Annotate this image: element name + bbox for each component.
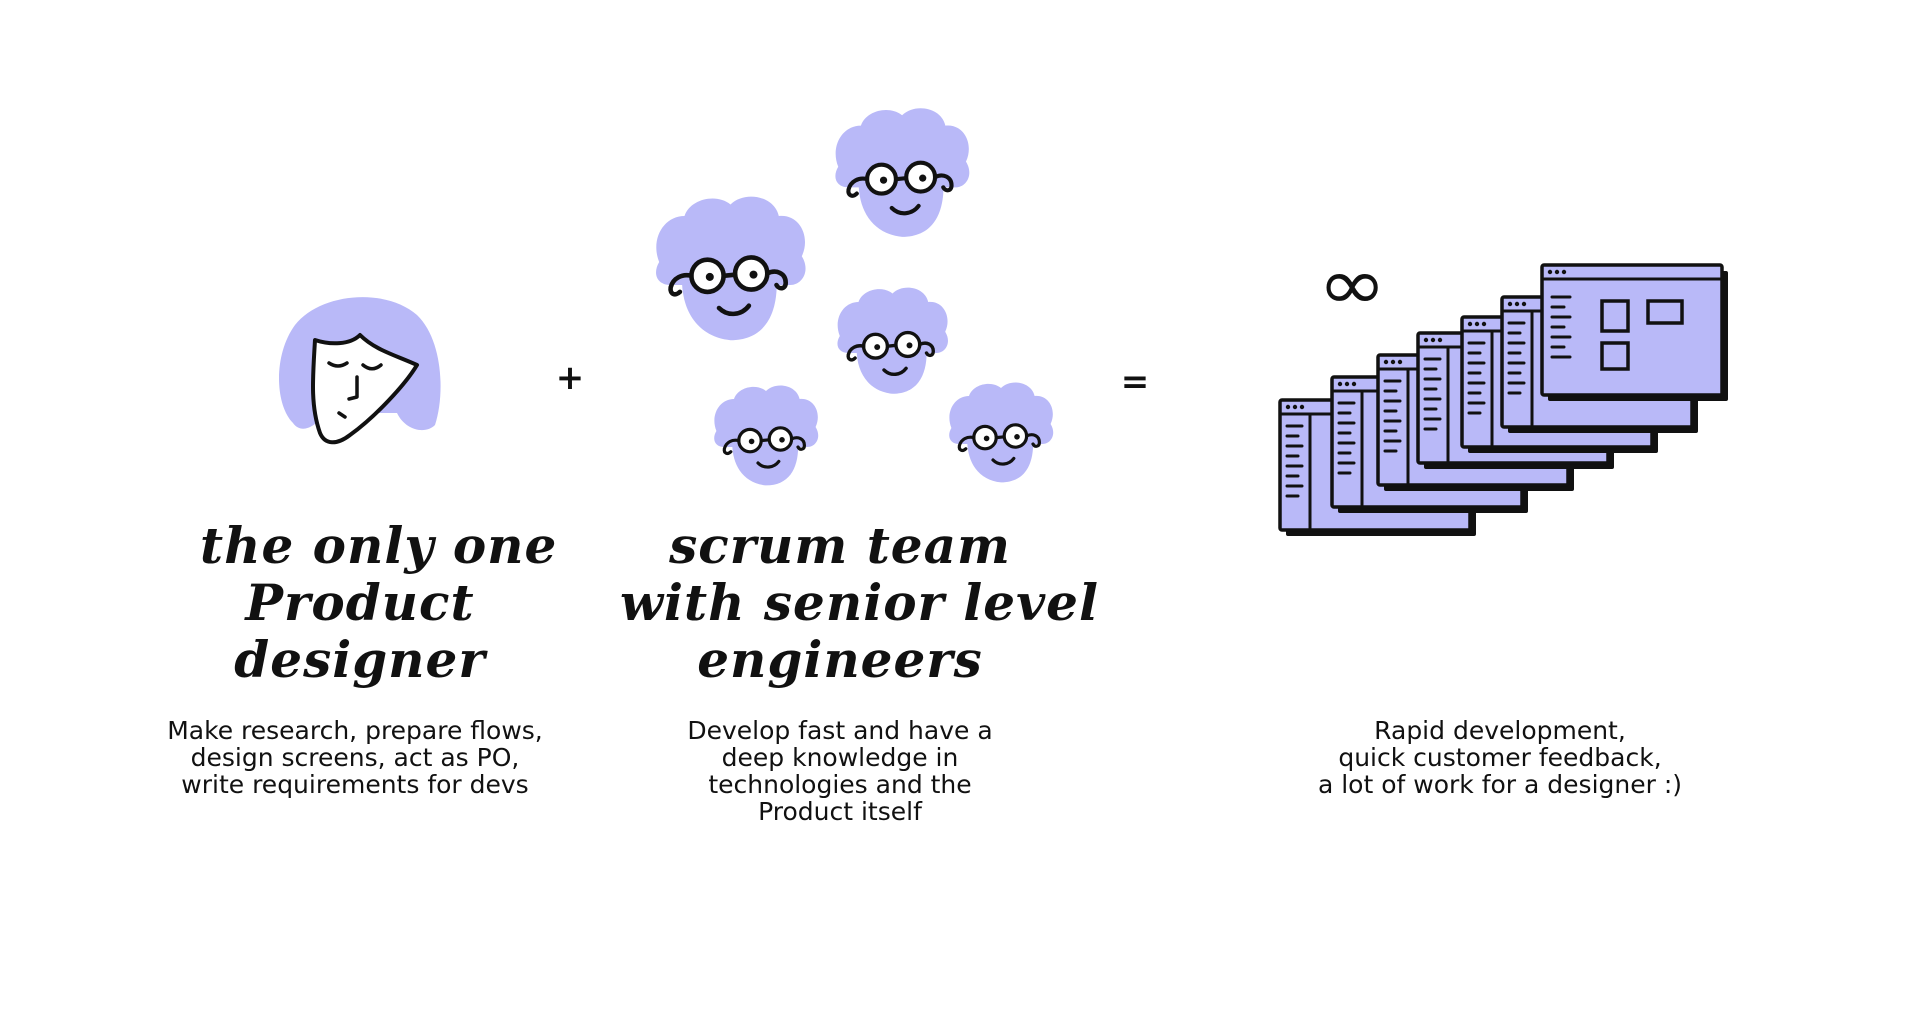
result-desc-line: a lot of work for a designer :) xyxy=(1317,770,1683,799)
designer-face-icon xyxy=(279,297,441,445)
engineer-team-icons xyxy=(650,105,1055,487)
result-desc-line: quick customer feedback, xyxy=(1338,743,1662,772)
team-description: Develop fast and have a deep knowledge i… xyxy=(630,717,1050,825)
team-desc-line: deep knowledge in xyxy=(721,743,959,772)
designer-desc-line: Make research, prepare flows, xyxy=(167,716,543,745)
designer-title-line: the only one xyxy=(200,516,558,575)
equals-operator: = xyxy=(1120,362,1150,402)
designer-title-line: Product xyxy=(245,573,475,632)
team-title: scrum team with senior level engineers xyxy=(620,516,1099,689)
team-title-line: engineers xyxy=(697,630,983,689)
designer-desc-line: design screens, act as PO, xyxy=(190,743,520,772)
team-title-line: scrum team xyxy=(669,516,1011,575)
app-window-stack-icon xyxy=(1278,263,1728,538)
team-desc-line: Develop fast and have a xyxy=(687,716,993,745)
team-desc-line: technologies and the xyxy=(708,770,972,799)
designer-description: Make research, prepare flows, design scr… xyxy=(145,717,565,798)
team-title-line: with senior level xyxy=(620,573,1099,632)
designer-desc-line: write requirements for devs xyxy=(181,770,529,799)
designer-title: the only one Product designer xyxy=(200,516,558,689)
plus-operator: + xyxy=(555,358,585,398)
result-description: Rapid development, quick customer feedba… xyxy=(1280,717,1720,798)
infinity-icon: ∞ xyxy=(1317,242,1387,326)
team-desc-line: Product itself xyxy=(758,797,922,826)
result-desc-line: Rapid development, xyxy=(1374,716,1626,745)
designer-title-line: designer xyxy=(234,630,486,689)
